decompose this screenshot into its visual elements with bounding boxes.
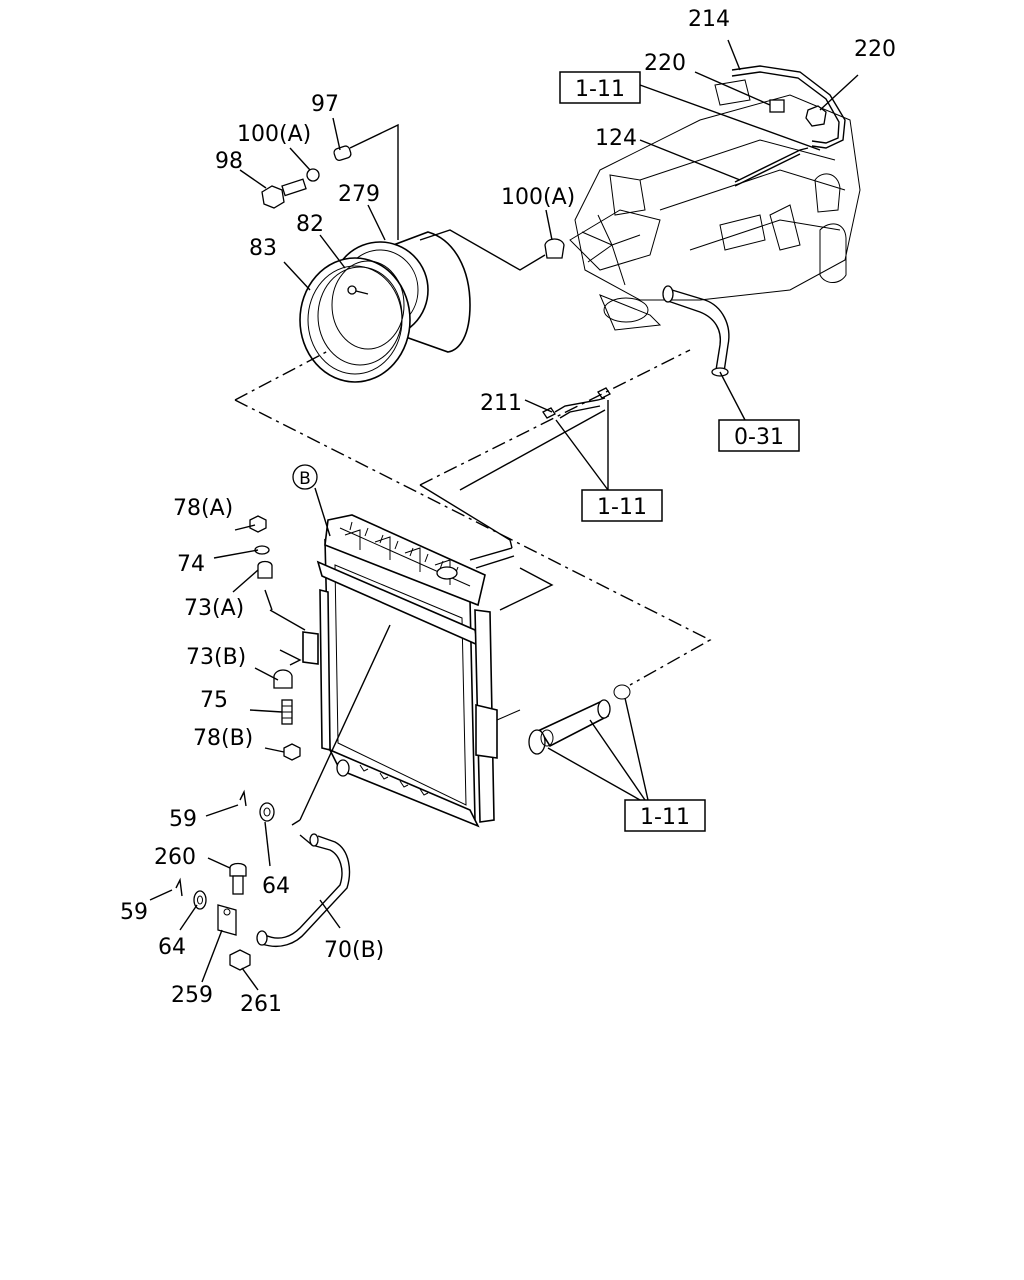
nut-261	[229, 949, 251, 971]
radiator-assembly	[302, 514, 521, 828]
label-100a-top: 100(A)	[237, 122, 311, 147]
leader-lines	[149, 39, 859, 991]
label-220-b: 220	[854, 37, 896, 62]
label-83: 83	[249, 236, 277, 261]
label-73b: 73(B)	[186, 645, 246, 670]
cap-100a-mid	[544, 238, 565, 259]
label-59-b: 59	[120, 900, 148, 925]
ref-box-1-11-top: 1-11	[559, 71, 641, 104]
bushing-73b	[273, 669, 293, 689]
nut-220-a	[769, 99, 785, 113]
label-260: 260	[154, 845, 196, 870]
label-82: 82	[296, 212, 324, 237]
label-261: 261	[240, 992, 282, 1017]
washer-64-a	[259, 802, 275, 822]
rod-124	[734, 147, 809, 183]
pin-59-b	[175, 877, 183, 897]
label-259: 259	[171, 983, 213, 1008]
ref-box-1-11-bottom: 1-11	[624, 799, 706, 832]
lower-hose	[528, 684, 631, 755]
hose-211	[554, 397, 606, 413]
nut-78a	[249, 515, 267, 533]
engine-outlet-pipe	[662, 285, 730, 377]
fan-ring-83	[299, 257, 411, 383]
engine-block	[569, 79, 861, 331]
label-98: 98	[215, 149, 243, 174]
pin-59-a	[239, 789, 247, 807]
svg-text:1-11: 1-11	[597, 495, 647, 520]
svg-text:B: B	[299, 469, 311, 489]
part-number-labels: 214 220 220 124 97 100(A) 98 279 82 83 1…	[120, 7, 896, 1017]
label-73a: 73(A)	[184, 596, 244, 621]
bolt-260	[229, 862, 247, 895]
label-97: 97	[311, 92, 339, 117]
label-70b: 70(B)	[324, 938, 384, 963]
label-211: 211	[480, 391, 522, 416]
bushing-73a	[257, 560, 273, 579]
pipe-214	[731, 65, 846, 149]
label-64-a: 64	[262, 874, 290, 899]
label-78b: 78(B)	[193, 726, 253, 751]
label-b-callout: B	[292, 464, 318, 490]
washer-64-b	[193, 890, 207, 910]
bolt-98	[261, 178, 307, 209]
cap-97	[333, 145, 352, 162]
nut-78b	[283, 743, 301, 761]
washer-100a	[306, 168, 320, 182]
label-78a: 78(A)	[173, 496, 233, 521]
label-220-a: 220	[644, 51, 686, 76]
label-59-a: 59	[169, 807, 197, 832]
svg-text:1-11: 1-11	[640, 805, 690, 830]
reference-boxes: 1-11 0-31 1-11 1-11	[559, 71, 800, 832]
label-74: 74	[177, 552, 205, 577]
label-75: 75	[200, 688, 228, 713]
hose-70b	[264, 844, 343, 939]
ref-box-0-31: 0-31	[718, 419, 800, 452]
label-214: 214	[688, 7, 730, 32]
nut-220-b	[805, 105, 827, 127]
label-279: 279	[338, 182, 380, 207]
svg-text:0-31: 0-31	[734, 425, 784, 450]
svg-text:1-11: 1-11	[575, 77, 625, 102]
ref-box-1-11-mid: 1-11	[581, 489, 663, 522]
label-124: 124	[595, 126, 637, 151]
bracket-259	[217, 904, 237, 936]
label-100a-mid: 100(A)	[501, 185, 575, 210]
label-64-b: 64	[158, 935, 186, 960]
